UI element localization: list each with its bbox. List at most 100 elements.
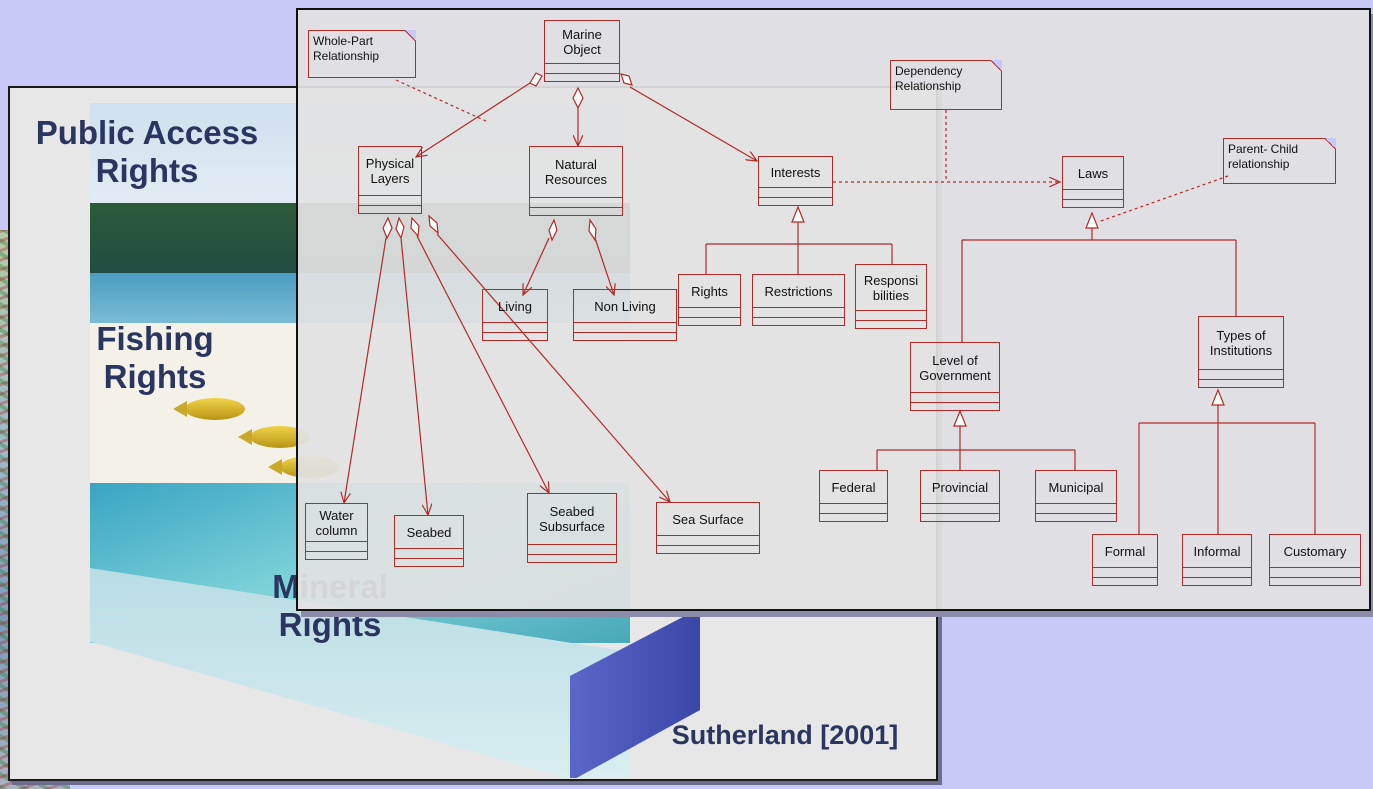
attributes-compartment	[306, 541, 367, 551]
class-types-of-institutions[interactable]: Types of Institutions	[1198, 316, 1284, 388]
operations-compartment	[528, 554, 616, 562]
class-name: Municipal	[1048, 479, 1104, 495]
class-marine-object[interactable]: Marine Object	[544, 20, 620, 82]
class-name: Sea Surface	[672, 511, 744, 527]
operations-compartment	[921, 513, 999, 521]
class-federal[interactable]: Federal	[819, 470, 888, 522]
diamond-marker	[620, 73, 633, 86]
fishing-rights-label: Fishing Rights	[96, 320, 214, 395]
attributes-compartment	[530, 197, 622, 207]
class-seabed[interactable]: Seabed	[394, 515, 464, 567]
edge-physical-water	[344, 237, 387, 503]
class-name: Responsi bilities	[863, 272, 919, 303]
edge-physical-subsurface	[416, 235, 549, 493]
class-name: Level of Government	[919, 352, 991, 383]
diamond-marker	[548, 218, 558, 242]
class-interests[interactable]: Interests	[758, 156, 833, 206]
operations-compartment	[359, 205, 421, 213]
class-name: Physical Layers	[365, 156, 415, 186]
attributes-compartment	[921, 503, 999, 513]
class-responsibilities[interactable]: Responsi bilities	[855, 264, 927, 329]
operations-compartment	[1270, 577, 1360, 585]
class-name: Provincial	[931, 479, 989, 495]
attributes-compartment	[753, 307, 844, 317]
class-formal[interactable]: Formal	[1092, 534, 1158, 586]
public-access-rights-label: Public Access Rights	[35, 114, 259, 189]
operations-compartment	[1183, 577, 1251, 585]
operations-compartment	[820, 513, 887, 521]
class-name: Non Living	[594, 298, 656, 314]
whole-part-note: Whole-Part Relationship	[308, 30, 416, 78]
class-seabed-subsurface[interactable]: Seabed Subsurface	[527, 493, 617, 563]
attributes-compartment	[759, 187, 832, 197]
class-name: Laws	[1077, 165, 1109, 181]
class-name: Water column	[315, 507, 358, 538]
operations-compartment	[1063, 199, 1123, 207]
operations-compartment	[753, 317, 844, 325]
class-level-of-government[interactable]: Level of Government	[910, 342, 1000, 411]
operations-compartment	[530, 207, 622, 215]
operations-compartment	[306, 551, 367, 559]
class-name: Informal	[1193, 543, 1241, 559]
class-laws[interactable]: Laws	[1062, 156, 1124, 208]
operations-compartment	[1199, 379, 1283, 387]
attributes-compartment	[1270, 567, 1360, 577]
class-name: Rights	[691, 283, 728, 299]
attributes-compartment	[1199, 369, 1283, 379]
attributes-compartment	[1036, 503, 1116, 513]
operations-compartment	[679, 317, 740, 325]
attributes-compartment	[911, 392, 999, 402]
class-non-living[interactable]: Non Living	[573, 289, 677, 341]
class-name: Types of Institutions	[1209, 328, 1273, 358]
class-rights[interactable]: Rights	[678, 274, 741, 326]
edge-physical-seasurface	[436, 233, 670, 502]
edge-physical-seabed	[400, 237, 428, 515]
attributes-compartment	[1183, 567, 1251, 577]
class-municipal[interactable]: Municipal	[1035, 470, 1117, 522]
edge-natural-nonliving	[594, 237, 614, 295]
diamond-marker	[529, 72, 543, 87]
edge-marine-interests	[629, 86, 757, 161]
attributes-compartment	[856, 310, 926, 320]
class-name: Seabed Subsurface	[539, 504, 605, 534]
uml-connectors	[298, 72, 1316, 534]
parent-child-note-link	[1097, 175, 1229, 223]
attributes-compartment	[359, 195, 421, 205]
class-name: Customary	[1283, 543, 1347, 559]
class-sea-surface[interactable]: Sea Surface	[656, 502, 760, 554]
generalization-triangle	[791, 205, 805, 223]
attributes-compartment	[483, 322, 547, 332]
class-name: Restrictions	[764, 283, 833, 299]
class-living[interactable]: Living	[482, 289, 548, 341]
class-informal[interactable]: Informal	[1182, 534, 1252, 586]
operations-compartment	[759, 197, 832, 205]
fish-image	[173, 398, 245, 420]
operations-compartment	[1036, 513, 1116, 521]
class-name: Seabed	[406, 524, 452, 540]
class-natural-resources[interactable]: Natural Resources	[529, 146, 623, 216]
class-physical-layers[interactable]: Physical Layers	[358, 146, 422, 214]
class-name: Natural Resources	[544, 157, 608, 187]
attributes-compartment	[657, 535, 759, 545]
diamond-marker	[572, 86, 584, 110]
class-customary[interactable]: Customary	[1269, 534, 1361, 586]
class-name: Formal	[1104, 543, 1146, 559]
generalization-triangle	[1211, 388, 1225, 406]
operations-compartment	[545, 73, 619, 81]
diamond-marker	[588, 218, 597, 242]
class-name: Marine Object	[562, 27, 602, 57]
attributes-compartment	[820, 503, 887, 513]
class-name: Federal	[831, 479, 876, 495]
generalization-triangle	[1085, 211, 1099, 229]
class-water-column[interactable]: Water column	[305, 503, 368, 560]
attributes-compartment	[1063, 189, 1123, 199]
operations-compartment	[574, 332, 676, 340]
operations-compartment	[1093, 577, 1157, 585]
operations-compartment	[911, 402, 999, 410]
edge-marine-physical	[416, 82, 531, 157]
edge-natural-living	[523, 237, 550, 295]
class-provincial[interactable]: Provincial	[920, 470, 1000, 522]
attributes-compartment	[545, 63, 619, 73]
class-name: Living	[498, 298, 532, 314]
class-restrictions[interactable]: Restrictions	[752, 274, 845, 326]
